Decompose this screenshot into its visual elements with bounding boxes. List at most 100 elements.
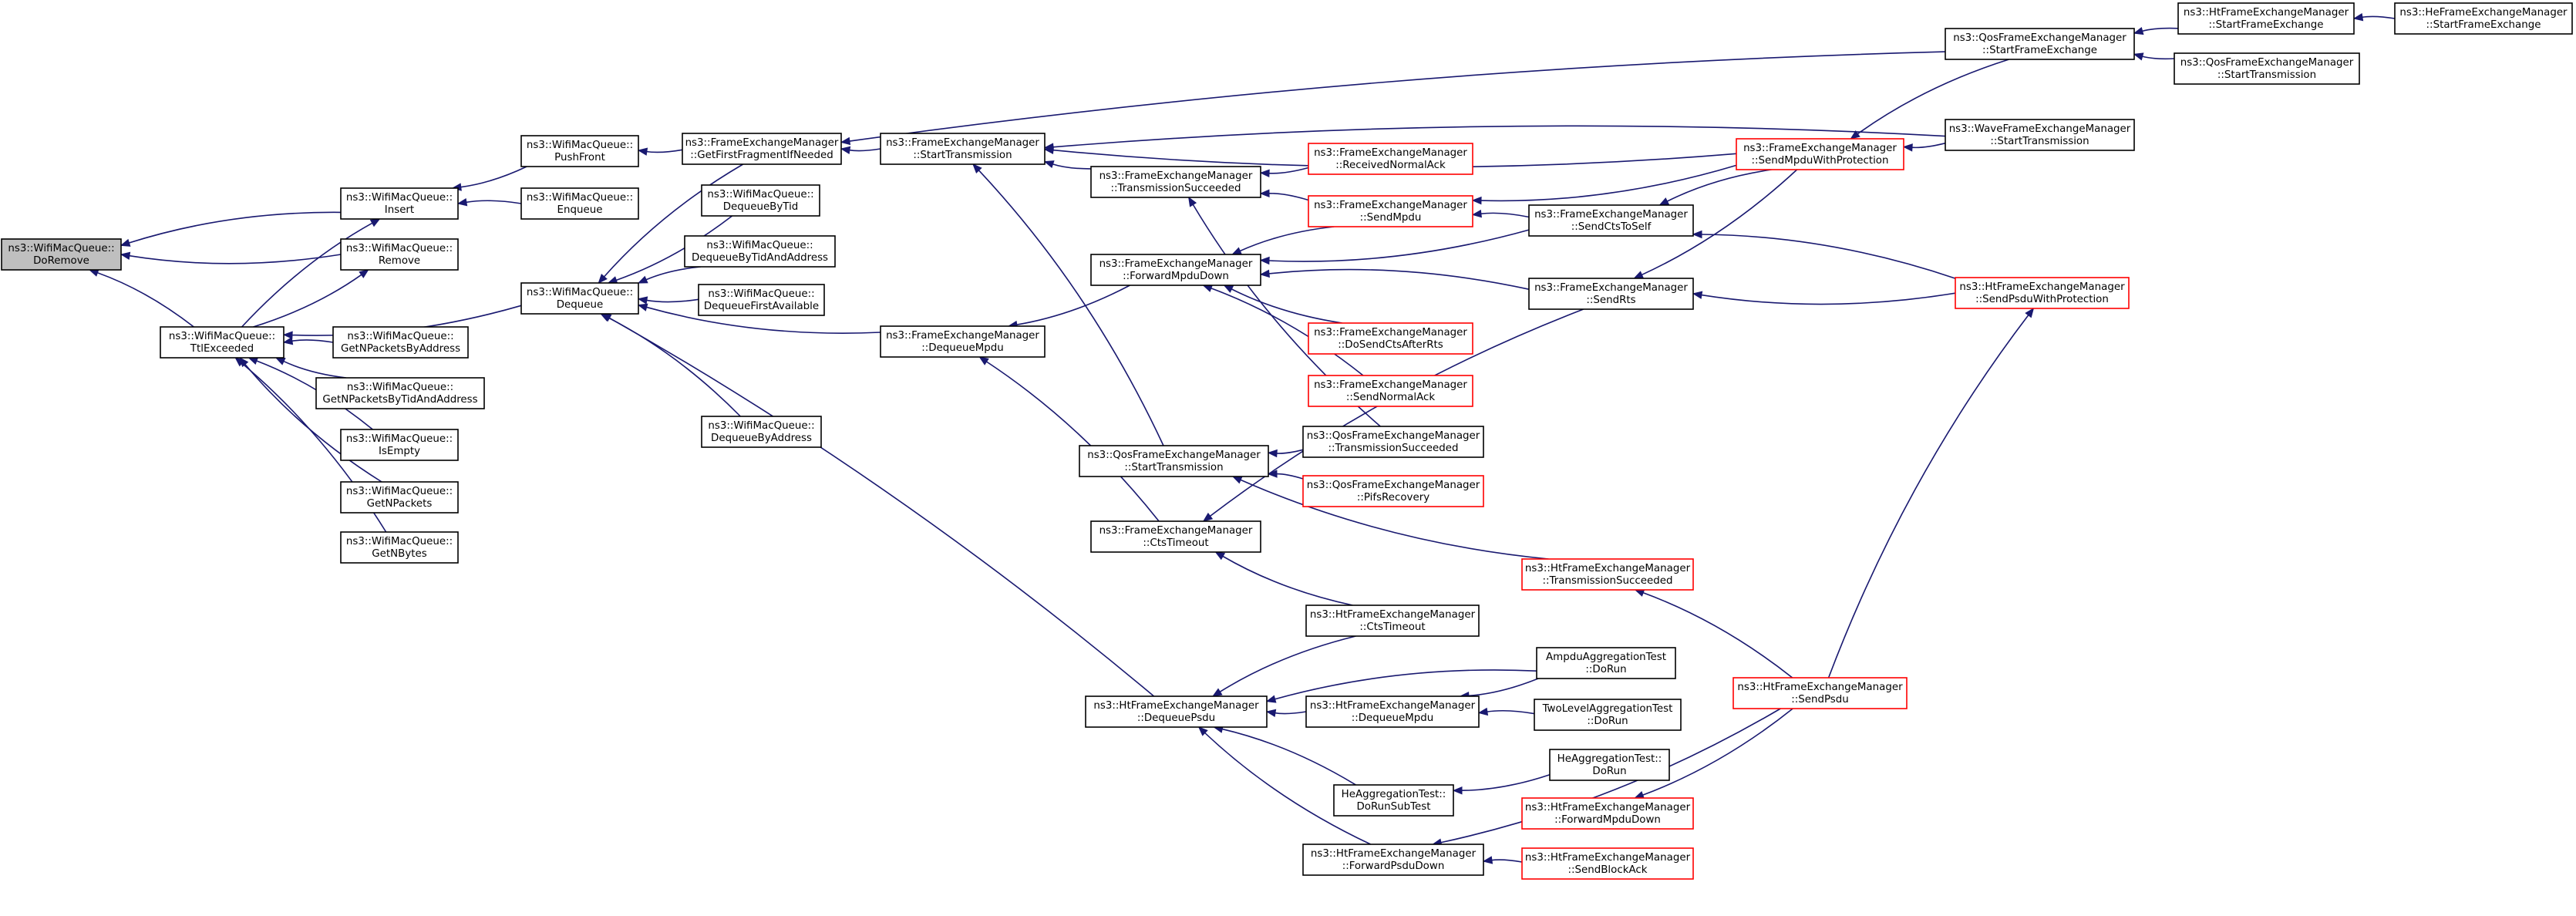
- node-ht-startfe[interactable]: ns3::HtFrameExchangeManager::StartFrameE…: [2177, 2, 2355, 35]
- arrow-head: [840, 146, 851, 155]
- node-qos-txsucc[interactable]: ns3::QosFrameExchangeManager::Transmissi…: [1302, 426, 1484, 458]
- node-ht-sendblockack[interactable]: ns3::HtFrameExchangeManager::SendBlockAc…: [1521, 847, 1694, 880]
- node-fem-starttx[interactable]: ns3::FrameExchangeManager::StartTransmis…: [880, 133, 1046, 165]
- node-ht-deqmpdu[interactable]: ns3::HtFrameExchangeManager::DequeueMpdu: [1305, 695, 1480, 728]
- node-box: [1305, 695, 1480, 728]
- node-ht-txsucc[interactable]: ns3::HtFrameExchangeManager::Transmissio…: [1521, 558, 1694, 591]
- edge-line: [1239, 479, 1549, 560]
- node-fem-sendnack[interactable]: ns3::FrameExchangeManager::SendNormalAck: [1308, 375, 1473, 407]
- node-label-line: ns3::FrameExchangeManager: [886, 137, 1039, 149]
- node-fem-ctstoself[interactable]: ns3::FrameExchangeManager::SendCtsToSelf: [1528, 204, 1694, 237]
- node-label-line: ns3::FrameExchangeManager: [1314, 327, 1467, 338]
- node-label-line: ns3::QosFrameExchangeManager: [2180, 57, 2354, 69]
- edge-line: [608, 317, 1155, 697]
- node-getnpbta[interactable]: ns3::WifiMacQueue::GetNPacketsByTidAndAd…: [315, 377, 485, 409]
- call-edge: [1043, 125, 1946, 151]
- node-box: [1090, 520, 1261, 553]
- node-deq-addr[interactable]: ns3::WifiMacQueue::DequeueByAddress: [701, 416, 822, 448]
- node-label-line: ns3::HtFrameExchangeManager: [1525, 563, 1691, 574]
- node-fem-recvnack[interactable]: ns3::FrameExchangeManager::ReceivedNorma…: [1308, 143, 1473, 175]
- call-edge: [88, 268, 194, 328]
- node-pushfront[interactable]: ns3::WifiMacQueue::PushFront: [520, 135, 639, 167]
- node-dequeue[interactable]: ns3::WifiMacQueue::Dequeue: [520, 282, 639, 315]
- call-edge: [1477, 707, 1535, 716]
- arrow-head: [1634, 589, 1645, 597]
- node-remove[interactable]: ns3::WifiMacQueue::Remove: [340, 238, 459, 271]
- node-ht-sendpsduprot[interactable]: ns3::HtFrameExchangeManager::SendPsduWit…: [1955, 277, 2130, 309]
- node-fem-sendmpdu[interactable]: ns3::FrameExchangeManager::SendMpdu: [1308, 195, 1473, 227]
- node-getnpba[interactable]: ns3::WifiMacQueue::GetNPacketsByAddress: [332, 326, 469, 359]
- node-box: [1308, 375, 1473, 407]
- node-deq-tidaddr[interactable]: ns3::WifiMacQueue::DequeueByTidAndAddres…: [684, 235, 836, 268]
- arrow-head: [1259, 169, 1270, 177]
- node-label-line: ns3::QosFrameExchangeManager: [1307, 480, 1480, 491]
- node-ht-deqpsdu[interactable]: ns3::HtFrameExchangeManager::DequeuePsdu: [1085, 695, 1268, 728]
- node-label-line: HeAggregationTest::: [1342, 789, 1446, 800]
- node-qos-starttx2[interactable]: ns3::QosFrameExchangeManager::StartTrans…: [2174, 52, 2360, 85]
- node-fem-getfirst[interactable]: ns3::FrameExchangeManager::GetFirstFragm…: [682, 133, 842, 165]
- arrow-head: [1850, 130, 1860, 140]
- node-label-line: ::DequeueMpdu: [1352, 712, 1434, 724]
- node-label-line: ns3::FrameExchangeManager: [1314, 379, 1467, 391]
- node-fem-fwdmpdu[interactable]: ns3::FrameExchangeManager::ForwardMpduDo…: [1090, 254, 1261, 286]
- call-edge: [1007, 285, 1130, 329]
- node-he-startfe[interactable]: ns3::HeFrameExchangeManager::StartFrameE…: [2394, 2, 2573, 35]
- edge-line: [985, 360, 1160, 522]
- call-edge: [1259, 167, 1309, 177]
- node-deq-tid[interactable]: ns3::WifiMacQueue::DequeueByTid: [701, 184, 820, 217]
- node-fem-deqmpdu[interactable]: ns3::FrameExchangeManager::DequeueMpdu: [880, 325, 1046, 358]
- node-label-line: ::SendPsduWithProtection: [1975, 294, 2109, 305]
- node-getnbytes[interactable]: ns3::WifiMacQueue::GetNBytes: [340, 531, 459, 564]
- node-he-dorunsub[interactable]: HeAggregationTest::DoRunSubTest: [1333, 784, 1454, 817]
- node-label-line: ns3::WifiMacQueue::: [346, 433, 453, 445]
- node-twolevel-dorun[interactable]: TwoLevelAggregationTest::DoRun: [1534, 699, 1682, 731]
- node-deq-first[interactable]: ns3::WifiMacQueue::DequeueFirstAvailable: [698, 284, 825, 316]
- node-label-line: ns3::FrameExchangeManager: [1314, 200, 1467, 211]
- node-label-line: Insert: [385, 204, 414, 216]
- node-enqueue[interactable]: ns3::WifiMacQueue::Enqueue: [520, 187, 639, 220]
- node-label-line: ns3::FrameExchangeManager: [1099, 170, 1253, 182]
- node-ht-fwdmpdu[interactable]: ns3::HtFrameExchangeManager::ForwardMpdu…: [1521, 797, 1694, 830]
- arrow-head: [1231, 476, 1243, 484]
- call-edge: [972, 163, 1164, 446]
- node-fem-sendmpduprot[interactable]: ns3::FrameExchangeManager::SendMpduWithP…: [1736, 138, 1904, 170]
- call-edge: [637, 303, 881, 334]
- node-box: [2174, 52, 2360, 85]
- edge-line: [291, 339, 334, 343]
- node-label-line: ns3::QosFrameExchangeManager: [1307, 430, 1480, 442]
- arrow-head: [282, 336, 294, 345]
- node-box: [2394, 2, 2573, 35]
- node-label-line: ns3::HtFrameExchangeManager: [1525, 852, 1691, 864]
- node-box: [701, 416, 822, 448]
- node-box: [684, 235, 836, 268]
- arrow-head: [282, 331, 293, 339]
- node-ht-fwdpsdu[interactable]: ns3::HtFrameExchangeManager::ForwardPsdu…: [1302, 844, 1484, 876]
- node-he-dorun[interactable]: HeAggregationTest::DoRun: [1549, 749, 1670, 781]
- node-fem-sendrts[interactable]: ns3::FrameExchangeManager::SendRts: [1528, 278, 1694, 310]
- node-label-line: ::StartTransmission: [913, 150, 1012, 161]
- node-ttl[interactable]: ns3::WifiMacQueue::TtlExceeded: [160, 326, 285, 359]
- node-label-line: DequeueFirstAvailable: [704, 301, 819, 312]
- node-qos-starttx[interactable]: ns3::QosFrameExchangeManager::StartTrans…: [1079, 445, 1269, 477]
- node-isempty[interactable]: ns3::WifiMacQueue::IsEmpty: [340, 429, 459, 461]
- node-box: [1090, 166, 1261, 198]
- node-getnpackets[interactable]: ns3::WifiMacQueue::GetNPackets: [340, 481, 459, 514]
- node-ht-ctstimeout[interactable]: ns3::HtFrameExchangeManager::CtsTimeout: [1305, 604, 1480, 637]
- node-label-line: ::ReceivedNormalAck: [1335, 160, 1446, 171]
- node-ht-sendpsdu[interactable]: ns3::HtFrameExchangeManager::SendPsdu: [1732, 677, 1908, 709]
- node-fem-txsucc[interactable]: ns3::FrameExchangeManager::TransmissionS…: [1090, 166, 1261, 198]
- arrow-head: [1692, 291, 1703, 299]
- node-qos-pifs[interactable]: ns3::QosFrameExchangeManager::PifsRecove…: [1302, 475, 1484, 507]
- node-label-line: DequeueByTidAndAddress: [692, 252, 828, 264]
- node-fem-ctstimeout[interactable]: ns3::FrameExchangeManager::CtsTimeout: [1090, 520, 1261, 553]
- node-wave-starttx[interactable]: ns3::WaveFrameExchangeManager::StartTran…: [1945, 119, 2135, 151]
- call-edge: [840, 146, 881, 155]
- node-label-line: ns3::FrameExchangeManager: [1534, 282, 1688, 294]
- node-qos-startfe[interactable]: ns3::QosFrameExchangeManager::StartFrame…: [1945, 28, 2135, 60]
- node-box: [1736, 138, 1904, 170]
- node-box: [332, 326, 469, 359]
- node-ampdu-dorun[interactable]: AmpduAggregationTest::DoRun: [1536, 647, 1676, 679]
- node-fem-dosendcts[interactable]: ns3::FrameExchangeManager::DoSendCtsAfte…: [1308, 322, 1473, 355]
- call-edge: [1043, 160, 1092, 170]
- node-insert[interactable]: ns3::WifiMacQueue::Insert: [340, 187, 459, 220]
